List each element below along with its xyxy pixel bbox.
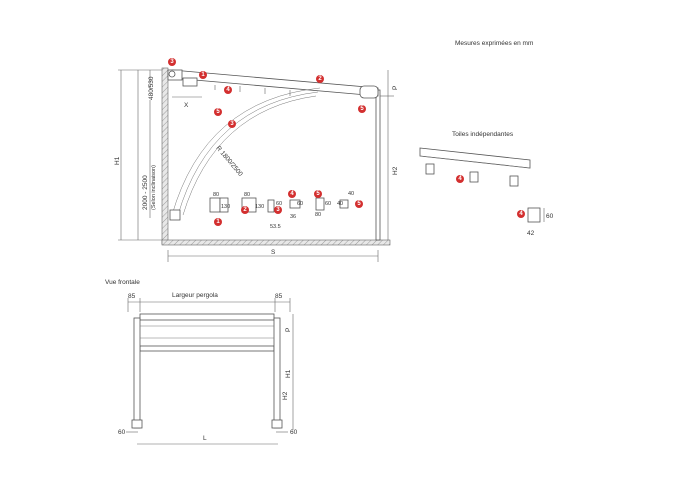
front-view: Vue frontale 85 Largeur pergola 85 P H1 …: [105, 279, 298, 445]
svg-text:60: 60: [276, 201, 282, 207]
badge-1-section: 1: [214, 218, 222, 226]
svg-text:2: 2: [243, 207, 247, 213]
svg-text:4: 4: [226, 87, 230, 93]
badge-2-top: 2: [316, 75, 324, 83]
section-3: 60 36: [267, 199, 296, 220]
wall-pivot: [168, 70, 176, 78]
toiles-badge: 4: [456, 175, 464, 183]
ground-hatch: [161, 239, 391, 246]
svg-text:130: 130: [221, 204, 230, 210]
dim-h1-note: (Selon inclinaison): [151, 165, 157, 210]
front-p: P: [285, 328, 292, 332]
dim-top-height: 480/530: [148, 76, 155, 100]
side-view: 480/530 2000 - 2500 (Selon inclinaison) …: [114, 58, 399, 262]
svg-text:80: 80: [244, 192, 250, 198]
svg-text:5: 5: [216, 109, 220, 115]
svg-text:3: 3: [276, 207, 280, 213]
svg-text:3: 3: [170, 59, 174, 65]
svg-text:60: 60: [546, 213, 554, 220]
wall-hatch: [161, 67, 169, 245]
svg-text:3: 3: [230, 121, 234, 127]
badge-5-section: 5: [314, 190, 322, 198]
badge-4-mid: 4: [224, 86, 232, 94]
dim-radius: R 1800/2500: [214, 145, 244, 178]
front-top-label: Largeur pergola: [172, 292, 218, 299]
dim-h2: H2: [392, 166, 399, 175]
badge-4-section: 4: [288, 190, 296, 198]
dim-h1: H1: [114, 156, 121, 165]
toiles-title: Toiles indépendantes: [452, 131, 514, 138]
arc-foot: [169, 209, 181, 221]
detail-badge: 4: [517, 210, 525, 218]
section-5: 80 60 40 40: [315, 191, 354, 218]
badge-3-arc: 3: [228, 120, 236, 128]
svg-text:53.5: 53.5: [270, 224, 281, 230]
svg-text:36: 36: [290, 214, 296, 220]
svg-text:1: 1: [201, 72, 205, 78]
cross-pieces: [214, 85, 291, 96]
svg-text:4: 4: [290, 191, 294, 197]
svg-text:42: 42: [527, 230, 535, 237]
dim-h1-range: 2000 - 2500: [142, 175, 149, 210]
svg-text:40: 40: [348, 191, 354, 197]
arc-beam-mid: [177, 91, 319, 216]
badge-3-top: 3: [168, 58, 176, 66]
dim-p: P: [392, 86, 399, 90]
units-note: Mesures exprimées en mm: [455, 40, 533, 47]
toiles-detail: Toiles indépendantes 4: [419, 131, 531, 187]
svg-text:80: 80: [315, 212, 321, 218]
front-view-title: Vue frontale: [105, 279, 140, 286]
svg-text:80: 80: [213, 192, 219, 198]
front-left-offset: 85: [128, 293, 136, 300]
svg-text:5: 5: [316, 191, 320, 197]
svg-text:5: 5: [357, 201, 361, 207]
badge-5-section-b: 5: [355, 200, 363, 208]
front-l: L: [203, 435, 207, 442]
svg-text:4: 4: [458, 176, 462, 182]
bracket-block: [182, 77, 198, 87]
dim-x: X: [184, 102, 189, 109]
svg-text:130: 130: [255, 204, 264, 210]
svg-text:4: 4: [519, 211, 523, 217]
rear-post: [375, 89, 381, 241]
arc-beam-outer: [171, 87, 321, 216]
profile-detail: 60 42 4: [517, 207, 554, 237]
arc-beam-inner: [182, 95, 317, 216]
section-4: 60: [289, 199, 303, 209]
svg-text:1: 1: [216, 219, 220, 225]
svg-text:60: 60: [325, 201, 331, 207]
badge-5-right: 5: [358, 105, 366, 113]
front-foot-left: 60: [118, 429, 126, 436]
beam-end-cap: [359, 85, 379, 99]
svg-text:40: 40: [337, 201, 343, 207]
badge-5-left: 5: [214, 108, 222, 116]
front-foot-right: 60: [290, 429, 298, 436]
front-right-offset: 85: [275, 293, 283, 300]
svg-text:60: 60: [297, 201, 303, 207]
svg-text:5: 5: [360, 106, 364, 112]
section-1: 80 130: [209, 192, 230, 213]
badge-1-top: 1: [199, 71, 207, 79]
badge-2-section: 2: [241, 206, 249, 214]
front-h1: H1: [285, 369, 292, 378]
svg-text:2: 2: [318, 76, 322, 82]
front-h2: H2: [282, 391, 289, 400]
badge-3-section: 3: [274, 206, 282, 214]
dim-s: S: [271, 249, 276, 256]
